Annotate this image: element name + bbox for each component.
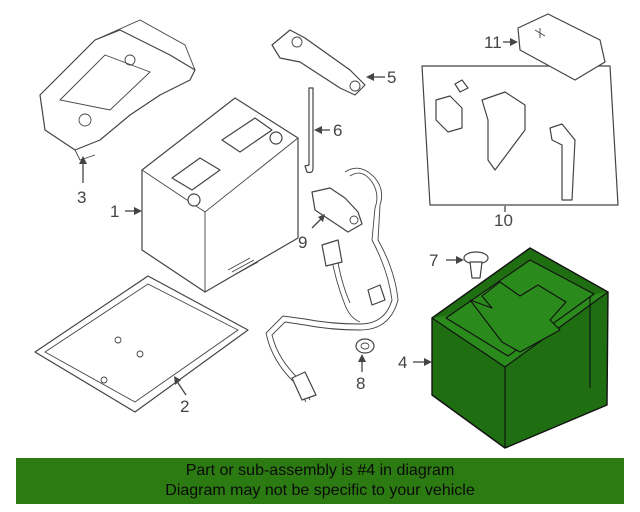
part-1-battery[interactable]	[141, 97, 299, 293]
callout-8[interactable]: 8	[356, 374, 365, 393]
part-5-hold-down-clamp[interactable]	[271, 29, 366, 96]
callout-11[interactable]: 11	[484, 33, 502, 52]
callout-6[interactable]: 6	[333, 121, 342, 140]
callout-9[interactable]: 9	[298, 233, 307, 252]
parts-diagram: 3 5 6 1 2 9	[34, 13, 619, 449]
leader-9	[311, 217, 323, 229]
callout-10[interactable]: 10	[494, 211, 513, 230]
footer-line-1: Part or sub-assembly is #4 in diagram	[185, 462, 455, 479]
part-10-fusible-link[interactable]	[421, 65, 619, 206]
callout-5[interactable]: 5	[387, 68, 396, 87]
part-8-grommet[interactable]	[355, 338, 375, 354]
callout-7[interactable]: 7	[429, 251, 438, 270]
callout-2[interactable]: 2	[180, 397, 189, 416]
part-9-battery-terminal[interactable]	[311, 187, 363, 233]
part-2-battery-tray[interactable]	[34, 275, 249, 413]
callout-1[interactable]: 1	[110, 202, 119, 221]
part-7-clip[interactable]	[463, 251, 489, 279]
part-3-battery-bracket[interactable]	[39, 19, 196, 161]
part-6-hold-down-rod[interactable]	[304, 87, 314, 174]
part-4-battery-box-highlighted[interactable]	[431, 247, 609, 449]
part-11-terminal-cover[interactable]	[517, 13, 606, 81]
footer-line-2: Diagram may not be specific to your vehi…	[165, 482, 475, 499]
battery-cable-assembly[interactable]	[265, 167, 399, 403]
callout-3[interactable]: 3	[77, 188, 86, 207]
footer-banner: Part or sub-assembly is #4 in diagram Di…	[16, 458, 624, 504]
callout-4[interactable]: 4	[398, 353, 407, 372]
